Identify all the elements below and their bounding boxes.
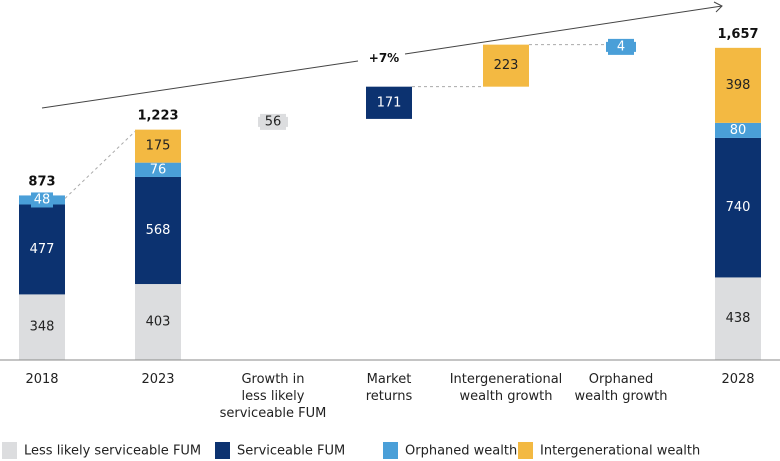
legend-swatch-less-likely-serviceable-fum: [2, 442, 17, 459]
bar-segment-less-likely-serviceable-fum: [135, 284, 181, 360]
bar-segment-intergenerational-wealth: [715, 47, 761, 123]
category-label: Intergenerational: [450, 372, 563, 387]
bar-segment-less-likely-serviceable-fum: [715, 277, 761, 360]
data-label: 171: [377, 95, 402, 110]
bar-segment-orphaned-wealth: [715, 122, 761, 138]
category-label: returns: [366, 389, 413, 404]
total-label: 1,223: [137, 109, 178, 124]
data-label: 4: [617, 39, 625, 54]
legend-swatch-intergenerational-wealth: [518, 442, 533, 459]
legend-label: Orphaned wealth: [405, 444, 517, 459]
category-label: Market: [367, 372, 412, 387]
legend-label: Less likely serviceable FUM: [24, 444, 201, 459]
data-label: 398: [726, 78, 751, 93]
category-label: 2028: [721, 372, 754, 387]
waterfall-step-label-tab: [260, 113, 286, 130]
data-label: 477: [30, 242, 55, 257]
connector-line: [64, 131, 136, 199]
waterfall-step-label-tab: [608, 38, 634, 55]
legend-label: Serviceable FUM: [237, 444, 345, 459]
arrowhead-icon: [713, 1, 723, 13]
labels-layer: 348 477 48 873 403 568 76 175 1,223 438 740 80 398 1,…: [28, 27, 758, 335]
cagr-label: +7%: [369, 51, 399, 65]
total-label: 1,657: [717, 27, 758, 42]
bar-segment-serviceable-fum: [135, 176, 181, 285]
bar-segment-less-likely-serviceable-fum: [19, 294, 65, 360]
category-label: Growth in: [241, 372, 304, 387]
bars-layer: [19, 38, 761, 360]
bar-segment-serviceable-fum: [19, 204, 65, 295]
data-label: 48: [34, 192, 51, 207]
waterfall-step-serviceable-fum: [366, 86, 412, 119]
category-label: serviceable FUM: [220, 406, 327, 421]
legend-label: Intergenerational wealth: [540, 444, 700, 459]
bar-segment-label-tab: [31, 192, 53, 208]
bar-segment-intergenerational-wealth: [135, 129, 181, 163]
data-label: 80: [730, 123, 747, 138]
data-label: 56: [265, 114, 282, 129]
data-label: 223: [494, 58, 519, 73]
data-label: 76: [150, 162, 167, 177]
data-label: 348: [30, 320, 55, 335]
data-label: 568: [146, 223, 171, 238]
category-label: 2023: [141, 372, 174, 387]
data-label: 740: [726, 200, 751, 215]
cagr-arrow-line-right: [404, 5, 723, 55]
cagr-arrow-line-left: [41, 60, 359, 109]
category-label: wealth growth: [460, 389, 553, 404]
bar-segment-orphaned-wealth: [135, 162, 181, 177]
data-label: 403: [146, 315, 171, 330]
data-label: 438: [726, 311, 751, 326]
bar-segment-serviceable-fum: [715, 137, 761, 278]
category-label: wealth growth: [575, 389, 668, 404]
category-label: Orphaned: [589, 372, 654, 387]
category-labels: 2018 2023 Growth in less likely serviceable …: [25, 372, 754, 421]
connectors-layer: [64, 44, 606, 199]
legend-swatch-orphaned-wealth: [383, 442, 398, 459]
waterfall-step-intergenerational-wealth: [483, 44, 529, 87]
category-label: 2018: [25, 372, 58, 387]
legend-swatch-serviceable-fum: [215, 442, 230, 459]
legend: Less likely serviceable FUM Serviceable F…: [2, 442, 700, 459]
cagr-arrow: +7%: [41, 1, 723, 109]
data-label: 175: [146, 139, 171, 154]
category-label: less likely: [242, 389, 305, 404]
total-label: 873: [28, 174, 55, 189]
